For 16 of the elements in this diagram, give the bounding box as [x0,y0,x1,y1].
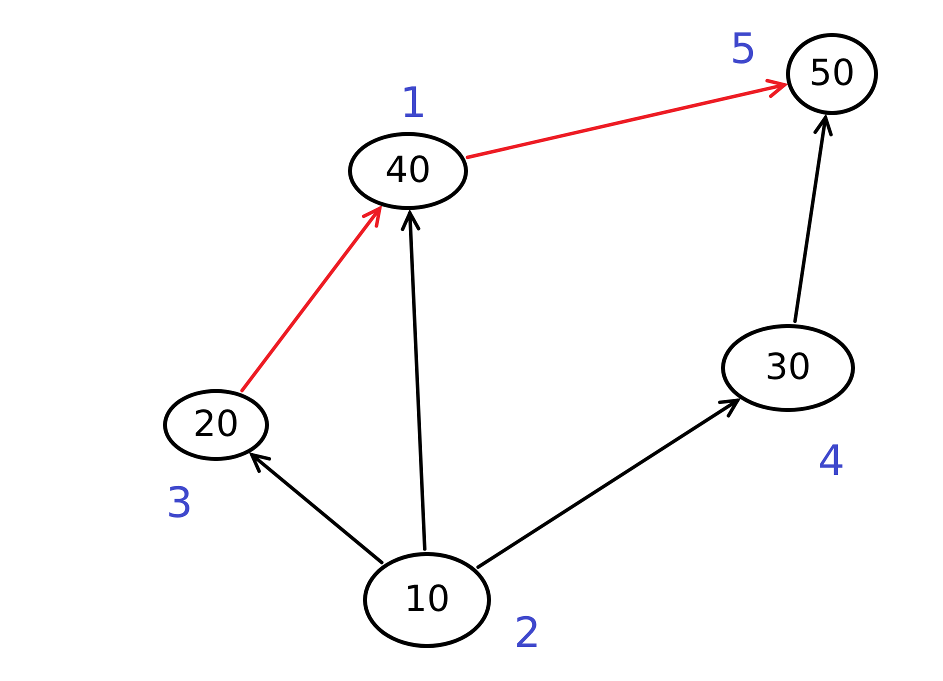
node-value: 10 [404,582,450,618]
arrow [400,211,426,551]
node-number: 1 [400,82,427,124]
node-value: 50 [809,56,855,92]
arrow [250,453,384,564]
arrow [240,206,382,392]
node-number: 2 [514,612,541,654]
arrow [793,116,833,323]
node-number: 5 [730,28,757,70]
arrow [476,398,740,569]
node-value: 20 [193,407,239,443]
node-number: 4 [818,440,845,482]
node-value: 30 [765,350,811,386]
arrow [466,78,786,160]
node-number: 3 [166,482,193,524]
node-value: 40 [385,153,431,189]
